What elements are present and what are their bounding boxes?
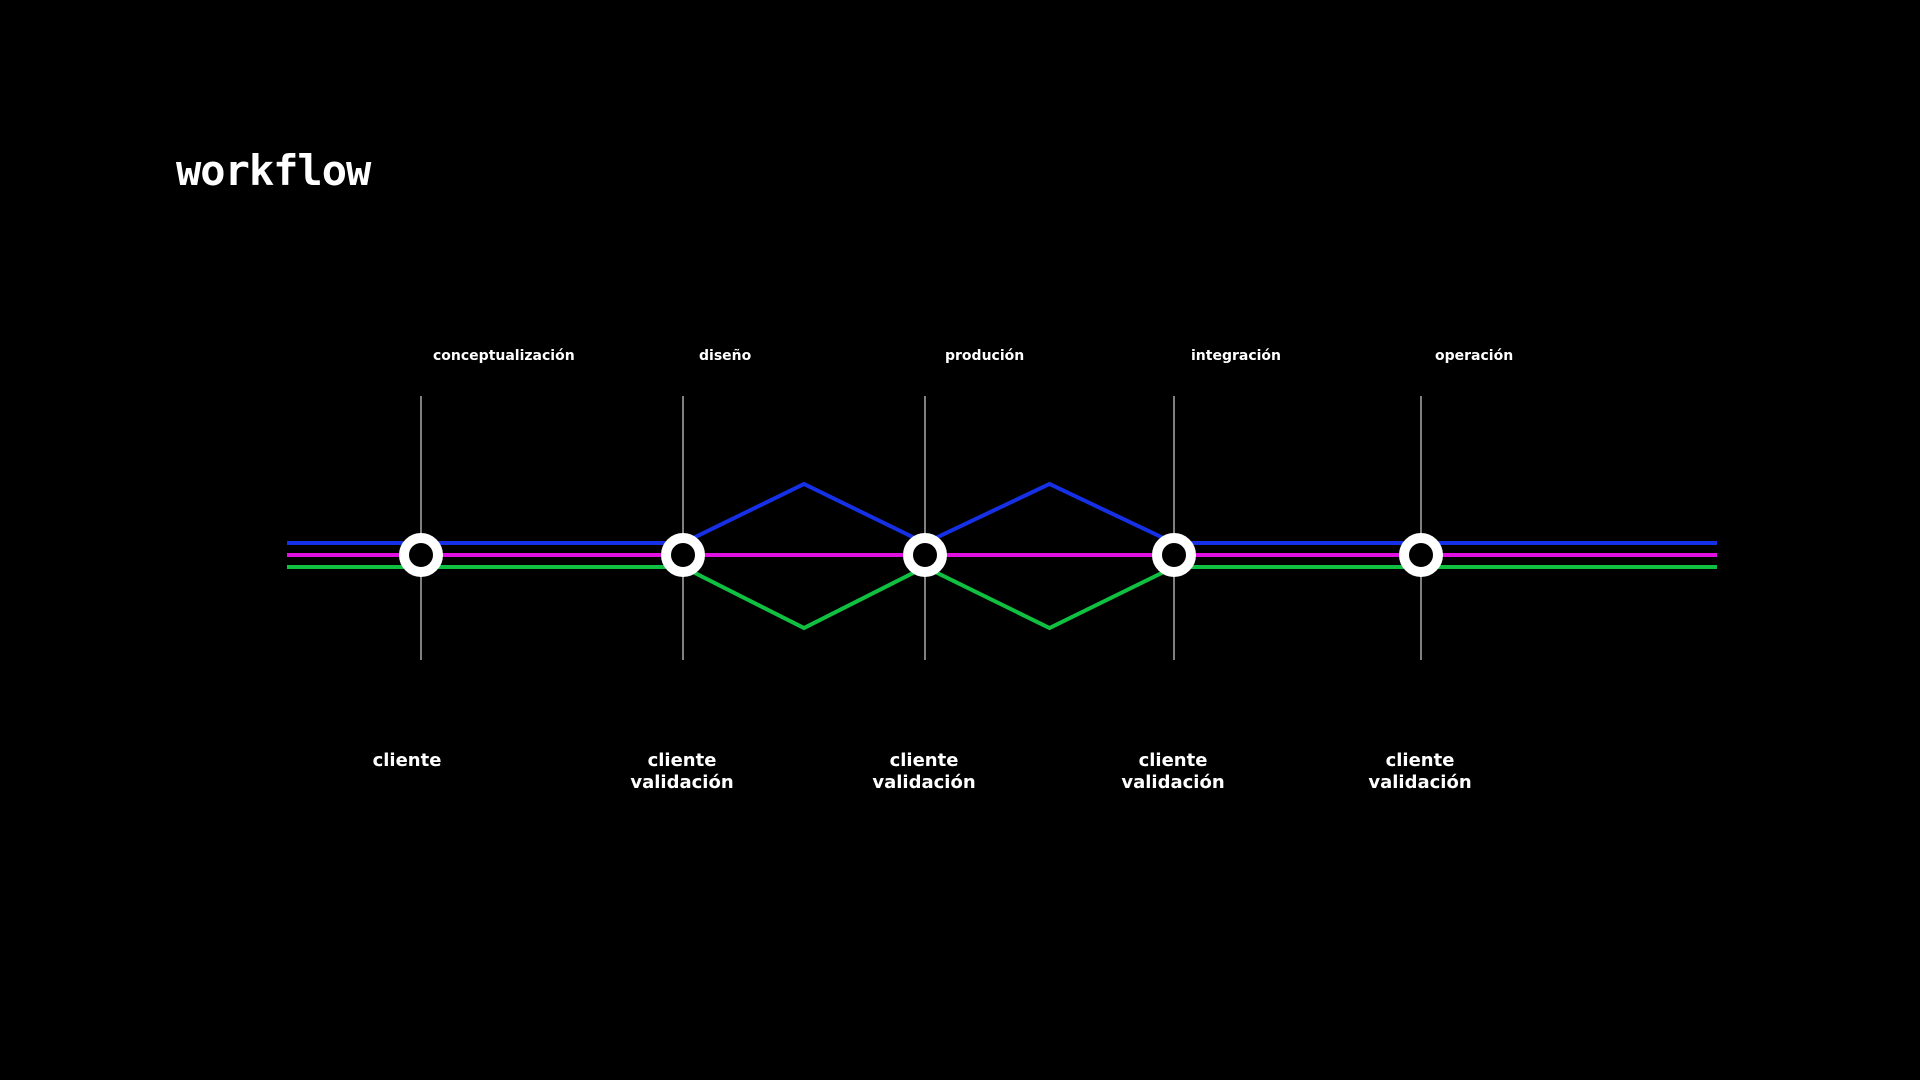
flow-line-bottom (287, 564, 1717, 631)
flow-line-top (287, 481, 1717, 546)
stage-bottom-label: validación (1368, 772, 1471, 793)
stage-bottom-label: cliente (373, 750, 442, 771)
stage-bottom-label: validación (1121, 772, 1224, 793)
stage-node (1399, 533, 1443, 577)
stage-label: produción (945, 348, 1024, 364)
page-title: workflow (176, 146, 371, 195)
stage-node (399, 533, 443, 577)
stage-guides (420, 396, 1422, 660)
stage-node (661, 533, 705, 577)
stage-labels: conceptualización diseño produción integrac… (433, 348, 1513, 364)
stage-bottom-label: cliente (890, 750, 959, 771)
stage-bottom-label: cliente (648, 750, 717, 771)
stage-label: conceptualización (433, 348, 575, 364)
stage-node (1152, 533, 1196, 577)
stage-bottom-label: cliente (1139, 750, 1208, 771)
stage-nodes (399, 533, 1443, 577)
stage-bottom-label: validación (630, 772, 733, 793)
stage-label: integración (1191, 348, 1281, 364)
stage-bottom-label: cliente (1386, 750, 1455, 771)
stage-bottom-label: validación (872, 772, 975, 793)
stage-label: operación (1435, 348, 1513, 364)
stage-label: diseño (699, 348, 752, 364)
stage-node (903, 533, 947, 577)
flow-lines (287, 481, 1717, 631)
